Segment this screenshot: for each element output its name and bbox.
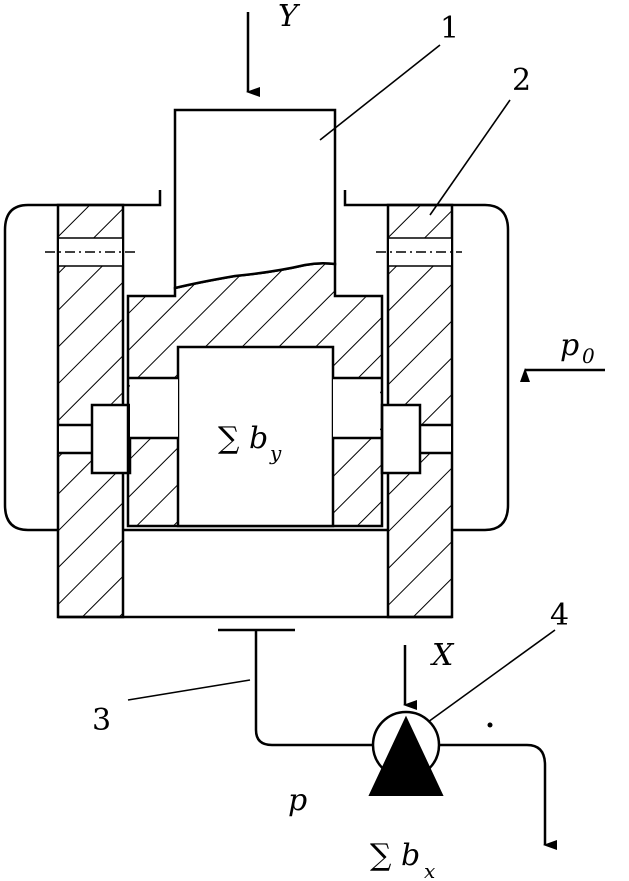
label-pressure-p: p (288, 783, 307, 818)
label-force-y: Y (278, 0, 301, 34)
inner-chamber (176, 345, 335, 528)
plunger (173, 108, 337, 290)
label-pressure-p0: p (560, 328, 579, 363)
label-pressure-p0-sub: 0 (582, 344, 595, 368)
left-port-block (90, 403, 132, 475)
label-part-1: 1 (440, 11, 459, 46)
label-sum-by-sub: y (269, 441, 282, 465)
housing-outline (3, 203, 58, 532)
pump-triangle (368, 715, 444, 796)
right-port-block (380, 403, 422, 475)
label-part-2: 2 (512, 63, 531, 98)
label-sum-bx: ∑ b (370, 838, 420, 873)
label-sum-by: ∑ b (218, 421, 268, 456)
discharge-line (439, 743, 557, 850)
housing-outline-right (452, 203, 510, 532)
dot-mark (487, 722, 493, 728)
label-part-3: 3 (92, 703, 111, 738)
label-force-x: X (430, 638, 455, 673)
label-sum-bx-sub: x (424, 859, 435, 881)
label-part-4: 4 (550, 598, 569, 633)
outlet-pipe (254, 630, 372, 747)
